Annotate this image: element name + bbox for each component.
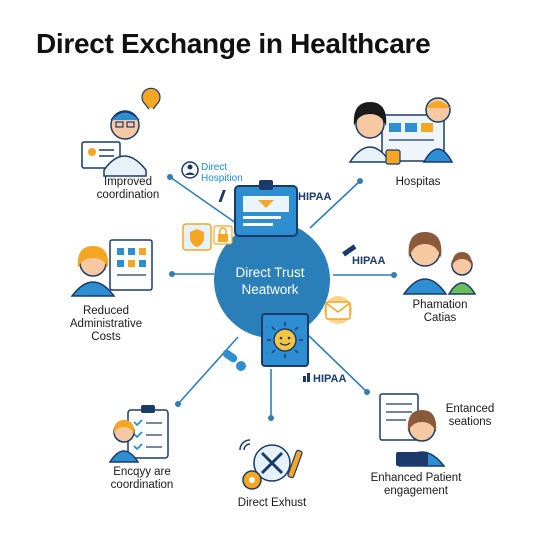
dot-exhust (268, 415, 274, 421)
node-label-engagement: Enhanced Patient engagement (366, 472, 466, 498)
node-label-reduced-line3: Costs (91, 331, 121, 343)
admin-worker-dashboard-icon (70, 239, 153, 297)
node-label-engagement-line2: engagement (384, 485, 448, 497)
clipboard-checklist-icon (108, 405, 169, 463)
hipaa-badge-bottom: HIPAA (313, 373, 347, 385)
envelope-icon (324, 296, 352, 324)
dot-improved (167, 174, 173, 180)
doctor-with-chart-icon (81, 87, 161, 177)
node-label-improved-line2: coordination (96, 189, 160, 201)
dot-hospitals (357, 178, 363, 184)
node-label-encryy-line1: Encqyy are (113, 466, 171, 478)
node-label-engagement-line1: Enhanced Patient (370, 472, 462, 484)
connector-engagement (307, 334, 368, 393)
dot-engagement (364, 389, 370, 395)
dot-encryy (175, 401, 181, 407)
direct-tag-icon (181, 161, 199, 179)
shield-lock-icon (182, 223, 233, 251)
hub-label-line2: Neatwork (241, 282, 299, 297)
parent-child-icon (402, 232, 477, 295)
patient-laptop-icon (379, 393, 446, 467)
connector-improved (169, 176, 244, 229)
gears-tools-icon (239, 439, 303, 490)
node-label-improved: Improved coordination (88, 176, 168, 202)
node-label-reduced-line2: Administrative (69, 318, 143, 330)
connector-hospitals (309, 180, 361, 229)
system-panel-icon (261, 313, 309, 367)
hub-circle (214, 222, 330, 338)
node-label-enhanced-sections-line1: Entanced (445, 403, 495, 415)
node-label-exhust-line1: Direct Exhust (237, 497, 307, 509)
dot-pharmacy (391, 272, 397, 278)
document-icon (234, 180, 298, 237)
direct-tag-line1: Direct (201, 162, 228, 173)
hipaa-badge-top: HIPAA (298, 191, 332, 203)
hipaa-badge-right: HIPAA (352, 255, 386, 267)
node-label-encryy: Encqyy are coordination (100, 466, 184, 492)
node-label-hospitals: Hospitas (378, 176, 458, 189)
page-title: Direct Exchange in Healthcare (36, 28, 431, 59)
pills-icon (222, 349, 246, 371)
hospital-staff-monitor-icon (348, 97, 454, 165)
dot-reduced (169, 271, 175, 277)
direct-tag-label: Direct Hospition (201, 162, 243, 184)
node-label-pharmacy-line2: Catias (423, 312, 457, 324)
node-label-reduced: Reduced Administrative Costs (56, 305, 156, 344)
node-label-pharmacy: Phamation Catias (400, 299, 480, 325)
hipaa-marks (218, 190, 357, 382)
direct-tag-line2: Hospition (201, 173, 243, 184)
node-label-exhust: Direct Exhust (230, 497, 314, 510)
hub-label: Direct Trust Neatwork (222, 264, 318, 298)
node-label-improved-line1: Improved (104, 176, 152, 188)
node-label-encryy-line2: coordination (110, 479, 174, 491)
node-label-enhanced-sections: Entanced seations (438, 403, 502, 429)
connector-lines (169, 176, 394, 418)
node-label-enhanced-sections-line2: seations (448, 416, 492, 428)
hub-label-line1: Direct Trust (235, 265, 305, 280)
node-label-reduced-line1: Reduced (82, 305, 130, 317)
connector-encryy (177, 336, 239, 405)
node-label-hospitals-line1: Hospitas (395, 176, 441, 188)
connector-dots (167, 174, 397, 421)
node-label-pharmacy-line1: Phamation (412, 299, 468, 311)
